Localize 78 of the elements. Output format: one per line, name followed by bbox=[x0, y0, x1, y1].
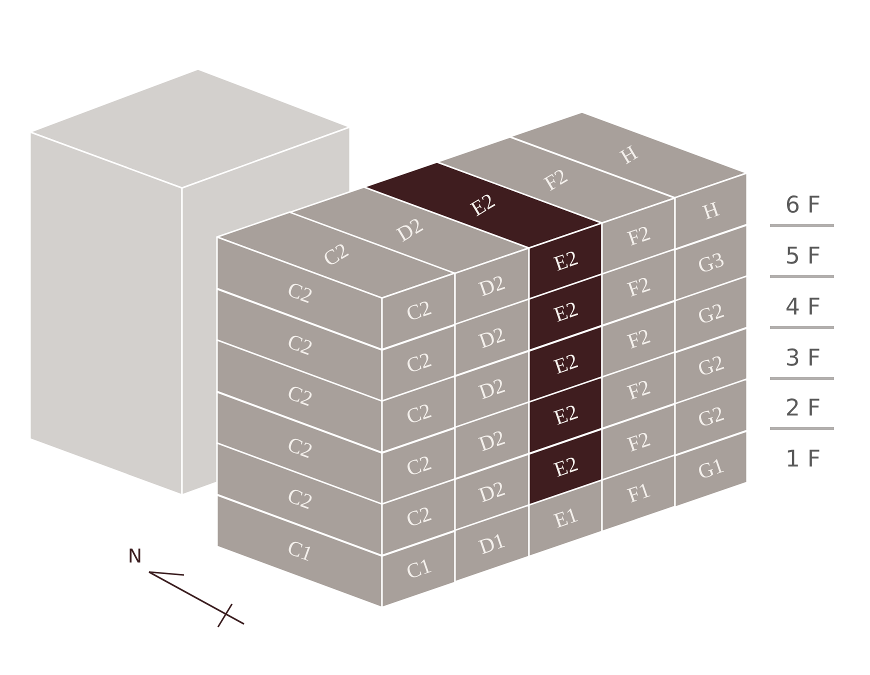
unit-block bbox=[381, 324, 456, 402]
unit-label: F2 bbox=[624, 428, 652, 456]
unit-label: C1 bbox=[284, 536, 315, 565]
unit-label: E2 bbox=[468, 190, 498, 220]
floor-label: 4 F bbox=[785, 296, 821, 320]
unit-label: C2 bbox=[284, 382, 315, 410]
unit-block bbox=[454, 401, 530, 480]
unit-label: C2 bbox=[404, 452, 434, 480]
unit-block bbox=[454, 350, 530, 428]
unit-label: F2 bbox=[624, 325, 652, 352]
floor-label: 5 F bbox=[785, 246, 821, 268]
unit-label: C2 bbox=[284, 434, 315, 462]
unit-label: D2 bbox=[476, 374, 508, 404]
unit-block bbox=[381, 478, 456, 556]
unit-label: F2 bbox=[624, 376, 652, 404]
unit-block bbox=[674, 430, 748, 508]
unit-label: E2 bbox=[551, 247, 580, 275]
unit-label: H bbox=[700, 198, 722, 224]
unit-label: G2 bbox=[695, 402, 727, 432]
unit-label: D2 bbox=[476, 323, 508, 352]
unit-label: D2 bbox=[393, 214, 426, 246]
unit-block bbox=[674, 326, 748, 405]
unit-block bbox=[601, 402, 676, 482]
unit-label: G2 bbox=[695, 300, 727, 328]
unit-block bbox=[674, 224, 748, 302]
unit-label: C2 bbox=[320, 240, 352, 270]
unit-block bbox=[528, 376, 603, 455]
unit-label: H bbox=[616, 142, 640, 168]
unit-label: E1 bbox=[551, 504, 580, 532]
unit-block bbox=[601, 196, 676, 276]
unit-label: C2 bbox=[404, 297, 434, 326]
unit-block bbox=[674, 172, 748, 250]
unit-label: F1 bbox=[624, 480, 652, 507]
unit-block bbox=[381, 530, 456, 608]
unit-label: E2 bbox=[551, 298, 580, 326]
floor-label: 3 F bbox=[785, 348, 821, 370]
north-label: N bbox=[128, 548, 142, 566]
unit-label: C2 bbox=[284, 485, 315, 514]
unit-label: C2 bbox=[404, 348, 434, 377]
unit-block bbox=[528, 273, 603, 352]
unit-block bbox=[528, 222, 603, 300]
unit-block bbox=[528, 428, 603, 506]
unit-label: E2 bbox=[551, 453, 580, 481]
unit-label: F2 bbox=[624, 222, 652, 250]
unit-block bbox=[381, 375, 456, 454]
unit-label: C2 bbox=[404, 400, 434, 428]
unit-block bbox=[674, 275, 748, 354]
unit-label: G1 bbox=[695, 454, 727, 483]
unit-label: D2 bbox=[476, 272, 508, 300]
unit-label: C2 bbox=[404, 503, 434, 532]
unit-block bbox=[601, 454, 676, 533]
unit-block bbox=[601, 300, 676, 378]
unit-block bbox=[601, 351, 676, 430]
unit-label: C2 bbox=[284, 279, 315, 308]
unit-block bbox=[454, 504, 530, 583]
unit-block bbox=[601, 248, 676, 327]
unit-label: D2 bbox=[476, 478, 508, 506]
unit-block bbox=[454, 452, 530, 532]
unit-label: G3 bbox=[695, 248, 727, 277]
unit-label: D1 bbox=[476, 529, 508, 558]
unit-block bbox=[454, 298, 530, 377]
floor-label: 6 F bbox=[785, 194, 821, 218]
unit-label: F2 bbox=[624, 274, 652, 301]
unit-label: E2 bbox=[551, 402, 580, 430]
unit-label: F2 bbox=[541, 164, 571, 194]
unit-block bbox=[674, 378, 748, 456]
unit-label: G2 bbox=[695, 351, 727, 380]
unit-label: C1 bbox=[404, 554, 434, 583]
unit-label: E2 bbox=[551, 350, 580, 378]
unit-block bbox=[381, 272, 456, 350]
unit-block bbox=[528, 324, 603, 404]
unit-block bbox=[528, 479, 603, 558]
floor-label: 2 F bbox=[785, 398, 821, 420]
unit-block bbox=[381, 426, 456, 505]
floor-label: 1 F bbox=[785, 448, 821, 472]
unit-label: D2 bbox=[476, 426, 508, 455]
unit-block bbox=[454, 246, 530, 326]
unit-label: C2 bbox=[284, 330, 315, 359]
